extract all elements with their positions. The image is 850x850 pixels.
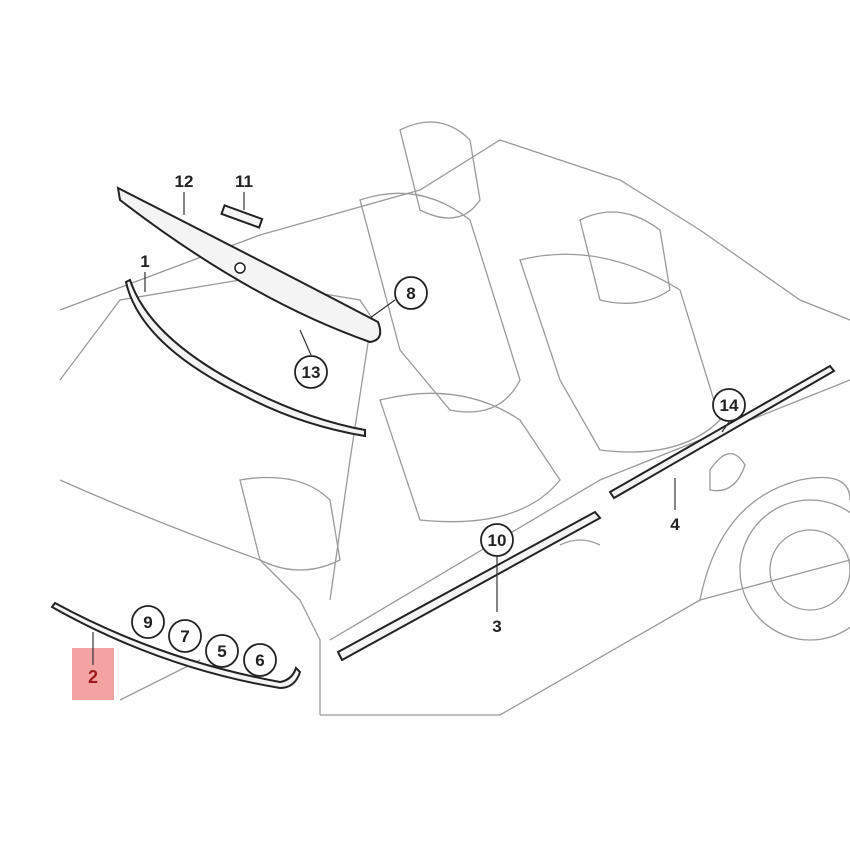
callout-11: 11	[235, 172, 253, 191]
callout-circle-8: 8	[394, 276, 428, 310]
callout-2: 2	[88, 667, 98, 687]
part-2-trim-strip	[50, 601, 302, 690]
callout-2-highlighted: 2	[72, 648, 114, 700]
svg-text:6: 6	[255, 651, 264, 670]
callout-circle-13: 13	[294, 355, 328, 389]
callout-circle-5: 5	[205, 634, 239, 668]
svg-text:9: 9	[143, 613, 152, 632]
part-12-fastener	[234, 262, 246, 274]
leader-14	[721, 421, 730, 433]
leader-13	[299, 329, 312, 356]
callout-1: 1	[140, 252, 149, 271]
car-outline	[59, 121, 850, 716]
part-3-door-seal	[336, 510, 602, 662]
svg-text:5: 5	[217, 642, 226, 661]
part-1-windshield-seal	[124, 278, 366, 438]
callout-circle-7: 7	[168, 619, 202, 653]
callout-circle-10: 10	[480, 523, 514, 557]
svg-text:10: 10	[488, 531, 507, 550]
svg-text:7: 7	[180, 627, 189, 646]
callout-circle-14: 14	[712, 388, 746, 422]
callout-4: 4	[670, 515, 680, 534]
svg-text:14: 14	[720, 396, 739, 415]
callout-circle-6: 6	[243, 643, 277, 677]
svg-text:8: 8	[406, 284, 415, 303]
svg-text:13: 13	[302, 363, 321, 382]
leader-8	[369, 299, 396, 319]
callout-12: 12	[175, 172, 194, 191]
callout-3: 3	[492, 617, 501, 636]
part-12-cover-panel	[116, 186, 382, 344]
part-11-clip	[220, 204, 264, 229]
callout-circle-9: 9	[131, 605, 165, 639]
